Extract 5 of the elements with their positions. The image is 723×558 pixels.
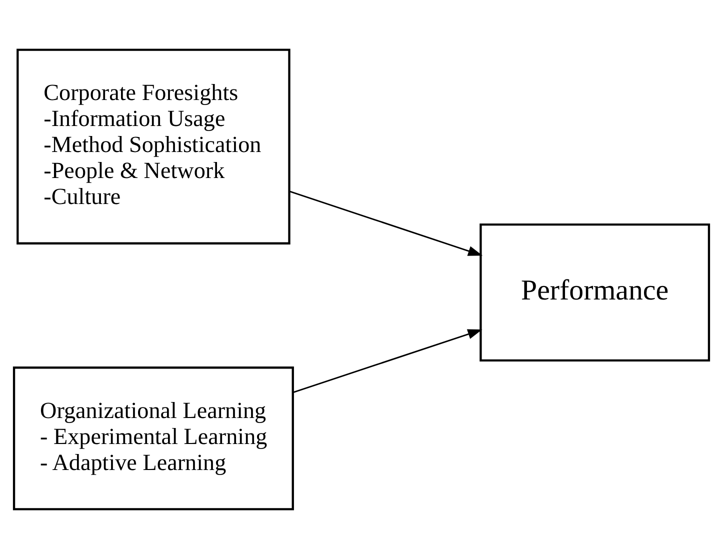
node-box: Corporate Foresights -Information Usage -Method Sophistication -People & Network -Culture [16, 48, 290, 244]
node-box: Organizational Learning - Experimental Learning - Adaptive Learning [12, 366, 294, 510]
node-box: Performance [480, 223, 710, 361]
arrow [289, 190, 483, 256]
arrow [292, 328, 482, 393]
